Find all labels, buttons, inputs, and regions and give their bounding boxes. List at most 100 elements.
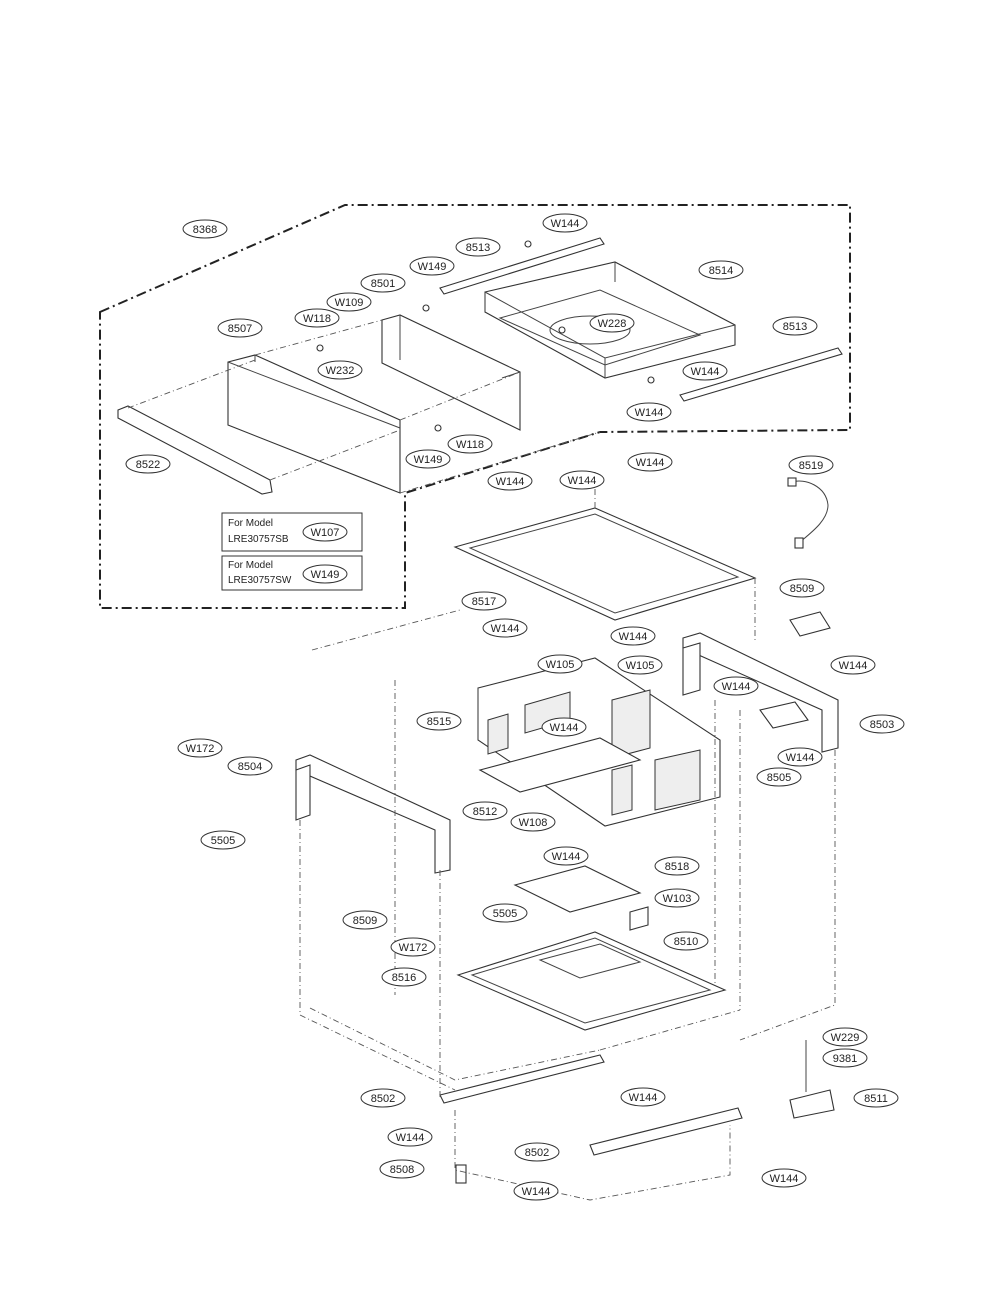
part-callout: W118 — [447, 434, 493, 454]
part-callout: W108 — [510, 812, 556, 832]
callout-label: W144 — [552, 851, 581, 863]
callout-bubble — [654, 856, 700, 876]
callout-label: 8514 — [709, 265, 733, 277]
callout-label: 8522 — [136, 459, 160, 471]
part-callout: W144 — [627, 452, 673, 472]
callout-bubble — [390, 937, 436, 957]
callout-bubble — [713, 676, 759, 696]
callout-bubble — [541, 717, 587, 737]
part-callout: 5505 — [200, 830, 246, 850]
callout-label: W144 — [550, 722, 579, 734]
callout-label: 8504 — [238, 761, 262, 773]
callout-label: W229 — [831, 1032, 860, 1044]
callout-bubble — [182, 219, 228, 239]
part-callout: W172 — [177, 738, 223, 758]
callout-bubble — [620, 1087, 666, 1107]
part-callout: W144 — [777, 747, 823, 767]
callout-label: W144 — [551, 218, 580, 230]
callout-label: 8501 — [371, 278, 395, 290]
callout-label: W144 — [568, 475, 597, 487]
callout-bubble — [482, 618, 528, 638]
part-callout: W118 — [294, 308, 340, 328]
callout-bubble — [381, 967, 427, 987]
callout-bubble — [416, 711, 462, 731]
callout-label: 8517 — [472, 596, 496, 608]
callout-bubble — [772, 316, 818, 336]
callout-label: W149 — [414, 454, 443, 466]
model-note-2: For Model LRE30757SW — [221, 555, 363, 591]
part-callout: 8516 — [381, 967, 427, 987]
callout-bubble — [830, 655, 876, 675]
part-callout: W144 — [682, 361, 728, 381]
callout-label: W144 — [636, 457, 665, 469]
part-callout: 8368 — [182, 219, 228, 239]
part-callout: 8513 — [772, 316, 818, 336]
cabinet-body — [295, 470, 839, 1201]
callout-label: W105 — [546, 659, 575, 671]
part-callout: W109 — [326, 292, 372, 312]
callout-label: 8502 — [525, 1147, 549, 1159]
callout-bubble — [227, 756, 273, 776]
callout-bubble — [455, 237, 501, 257]
callout-bubble — [302, 522, 348, 542]
part-callout: 8522 — [125, 454, 171, 474]
callout-bubble — [482, 903, 528, 923]
callout-bubble — [294, 308, 340, 328]
callout-bubble — [302, 564, 348, 584]
part-callout: W144 — [542, 213, 588, 233]
callout-label: W172 — [399, 942, 428, 954]
callout-bubble — [859, 714, 905, 734]
part-callout: 8507 — [217, 318, 263, 338]
part-callout: 8511 — [853, 1088, 899, 1108]
callout-bubble — [326, 292, 372, 312]
callout-label: W103 — [663, 893, 692, 905]
callout-label: 8513 — [466, 242, 490, 254]
note-title: For Model — [228, 560, 273, 571]
callout-bubble — [654, 888, 700, 908]
callout-bubble — [217, 318, 263, 338]
part-callout: W149 — [302, 564, 348, 584]
callout-label: W144 — [635, 407, 664, 419]
part-callout: W144 — [487, 471, 533, 491]
callout-label: W144 — [722, 681, 751, 693]
callout-bubble — [405, 449, 451, 469]
part-callout: W172 — [390, 937, 436, 957]
callout-bubble — [379, 1159, 425, 1179]
part-callout: 8504 — [227, 756, 273, 776]
callout-label: 8511 — [864, 1093, 888, 1105]
part-callout: W149 — [405, 449, 451, 469]
callout-bubble — [559, 470, 605, 490]
part-callout: W105 — [617, 655, 663, 675]
callout-bubble — [788, 455, 834, 475]
part-callout: 8515 — [416, 711, 462, 731]
callout-bubble — [822, 1048, 868, 1068]
part-callout: W149 — [409, 256, 455, 276]
callout-label: W144 — [839, 660, 868, 672]
callout-label: 8516 — [392, 972, 416, 984]
part-callout: W144 — [830, 655, 876, 675]
callout-label: W144 — [491, 623, 520, 635]
callout-label: 9381 — [833, 1053, 857, 1065]
callout-label: W108 — [519, 817, 548, 829]
callout-label: 8509 — [353, 915, 377, 927]
callout-bubble — [627, 452, 673, 472]
part-callout: 8518 — [654, 856, 700, 876]
note-title: For Model — [228, 518, 273, 529]
callout-bubble — [360, 1088, 406, 1108]
callout-bubble — [177, 738, 223, 758]
part-callout: 8517 — [461, 591, 507, 611]
callout-bubble — [317, 360, 363, 380]
callout-label: 8513 — [783, 321, 807, 333]
callout-label: 5505 — [493, 908, 517, 920]
callout-bubble — [360, 273, 406, 293]
callout-label: 8507 — [228, 323, 252, 335]
callout-bubble — [462, 801, 508, 821]
callout-bubble — [682, 361, 728, 381]
callout-label: 8368 — [193, 224, 217, 236]
part-callout: 8502 — [360, 1088, 406, 1108]
callout-bubble — [663, 931, 709, 951]
callout-label: 8512 — [473, 806, 497, 818]
part-callout: W144 — [761, 1168, 807, 1188]
